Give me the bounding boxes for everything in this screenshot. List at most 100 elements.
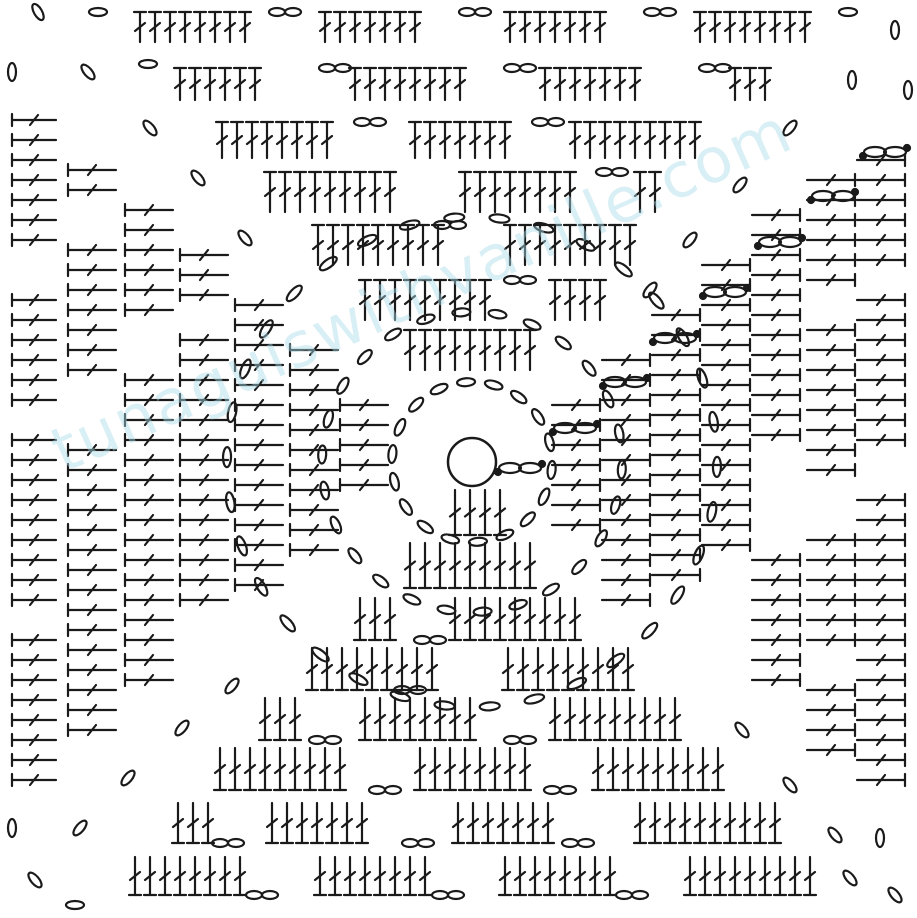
chain-stitch	[617, 460, 626, 478]
magic-ring	[448, 438, 496, 486]
chain-stitch	[223, 677, 241, 696]
chain-stitch	[8, 819, 16, 837]
chain-stitch	[562, 839, 578, 847]
chain-stitch	[713, 457, 721, 477]
chain-stitch	[570, 558, 588, 576]
chain-stitch	[284, 283, 304, 303]
chain-stitch	[616, 891, 632, 899]
chain-stitch	[484, 379, 503, 392]
chain-stitch	[79, 63, 97, 82]
chain-stitch	[544, 786, 560, 794]
chain-stitch	[414, 636, 430, 644]
chain-stitch	[519, 510, 537, 528]
chain-stitch	[356, 348, 374, 366]
chain-stitch	[886, 886, 904, 905]
chain-stitch	[370, 118, 386, 126]
slip-stitch	[852, 189, 858, 195]
chain-stitch	[708, 411, 719, 432]
chain-stitch	[430, 636, 446, 644]
chain-stitch	[444, 213, 465, 222]
chain-stitch	[236, 229, 254, 248]
chain-stitch	[226, 402, 238, 423]
chain-stitch	[864, 147, 886, 157]
chain-stitch	[258, 318, 276, 339]
chain-stitch	[348, 671, 369, 687]
chain-stitch	[779, 237, 801, 247]
chain-stitch	[469, 537, 488, 546]
chain-stitch	[402, 839, 418, 847]
chain-stitch	[640, 621, 660, 641]
chain-stitch	[285, 8, 301, 16]
chain-stitch	[402, 592, 422, 607]
chain-stitch	[173, 719, 191, 738]
chain-stitch	[695, 367, 709, 389]
chain-stitch	[398, 497, 415, 516]
chain-stitch	[407, 396, 425, 414]
chain-stitch	[71, 819, 89, 838]
chain-stitch	[876, 829, 884, 847]
chain-stitch	[578, 839, 594, 847]
chain-stitch	[489, 213, 510, 223]
slip-stitch	[600, 383, 606, 389]
chain-stitch	[841, 869, 859, 888]
chain-stitch	[560, 786, 576, 794]
chain-stitch	[537, 487, 552, 507]
chain-stitch	[385, 786, 401, 794]
chain-stitch	[781, 119, 799, 138]
chain-stitch	[624, 377, 646, 387]
chain-stitch	[434, 700, 455, 710]
chain-stitch	[322, 409, 335, 429]
chain-stitch	[479, 702, 500, 711]
chain-stitch	[119, 769, 137, 788]
chain-stitch	[457, 378, 476, 387]
chain-stitch	[669, 585, 687, 606]
chain-stitch	[554, 334, 573, 351]
chain-stitch	[253, 576, 270, 597]
chain-stitch	[30, 2, 46, 22]
chain-stitch	[541, 581, 561, 597]
chain-stitch	[781, 776, 799, 795]
chain-stitch	[520, 64, 536, 72]
chain-stitch	[459, 8, 475, 16]
chain-stitch	[593, 528, 609, 548]
chain-stitch	[246, 891, 262, 899]
chain-stitch	[429, 382, 449, 397]
chain-stitch	[660, 8, 676, 16]
chain-stitch	[644, 8, 660, 16]
chain-stitch	[223, 447, 231, 467]
slip-stitch	[755, 243, 761, 249]
chain-stitch	[189, 169, 207, 188]
slip-stitch	[700, 293, 706, 299]
chain-stitch	[724, 287, 746, 297]
chain-stitch	[641, 281, 659, 300]
chain-stitch	[325, 736, 341, 744]
chain-stitch	[418, 839, 434, 847]
chain-stitch	[369, 786, 385, 794]
chain-stitch	[318, 254, 339, 272]
chain-stitch	[354, 118, 370, 126]
chain-stitch	[904, 81, 912, 99]
chain-stitch	[388, 472, 400, 491]
chain-stitch	[416, 518, 435, 535]
chain-stitch	[524, 693, 545, 706]
chain-stitch	[647, 290, 666, 310]
chain-stitch	[731, 176, 749, 195]
chain-stitch	[520, 736, 536, 744]
chain-stitch	[309, 736, 325, 744]
chain-stitch	[826, 826, 844, 845]
chain-stitch	[432, 891, 448, 899]
chain-stitch	[547, 461, 557, 480]
chain-stitch	[759, 237, 781, 247]
chain-stitch	[488, 309, 507, 320]
chain-stitch	[238, 358, 253, 380]
chain-stitch	[8, 63, 16, 81]
slip-stitch	[539, 461, 545, 467]
chain-stitch	[632, 891, 648, 899]
chain-stitch	[89, 8, 107, 16]
chain-stitch	[269, 8, 285, 16]
chain-stitch	[26, 871, 44, 890]
chain-stitch	[371, 572, 390, 589]
chain-stitch	[848, 71, 856, 89]
chain-stitch	[225, 492, 236, 513]
